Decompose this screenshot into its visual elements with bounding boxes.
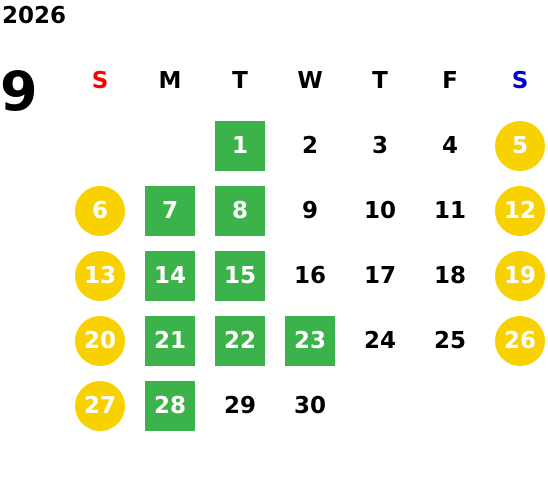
day-cell[interactable]: 30 [275,373,345,438]
day-cell[interactable]: 1 [205,113,275,178]
day-cell[interactable]: 15 [205,243,275,308]
day-number: 24 [363,327,396,354]
day-number: 25 [433,327,466,354]
day-number: 2 [301,132,318,159]
day-number-green-mark: 28 [145,380,195,431]
day-cell[interactable]: 10 [345,178,415,243]
day-cell[interactable]: 17 [345,243,415,308]
day-number-green-mark: 23 [285,315,335,366]
weekday-header: S [91,67,109,94]
day-cell[interactable]: 4 [415,113,485,178]
day-cell[interactable]: 25 [415,308,485,373]
day-number-green-mark: 1 [215,120,265,171]
day-number-yellow-mark: 19 [495,250,545,301]
day-cell[interactable]: 7 [135,178,205,243]
day-cell[interactable]: 22 [205,308,275,373]
day-cell[interactable]: 26 [485,308,548,373]
day-cell[interactable]: 6 [65,178,135,243]
day-cell[interactable]: 13 [65,243,135,308]
day-cell[interactable]: 21 [135,308,205,373]
day-cell[interactable]: 2 [275,113,345,178]
day-number-green-mark: 8 [215,185,265,236]
day-number-green-mark: 15 [215,250,265,301]
day-number: 29 [223,392,256,419]
weekday-header: T [232,67,248,94]
day-cell[interactable]: 18 [415,243,485,308]
day-number-green-mark: 14 [145,250,195,301]
day-cell[interactable]: 24 [345,308,415,373]
day-cell[interactable]: 28 [135,373,205,438]
day-number: 18 [433,262,466,289]
day-number: 16 [293,262,326,289]
day-number: 9 [301,197,318,224]
day-cell[interactable]: 5 [485,113,548,178]
day-number-yellow-mark: 6 [75,185,125,236]
empty-cell [65,113,135,178]
day-number: 17 [363,262,396,289]
day-number-yellow-mark: 13 [75,250,125,301]
day-cell[interactable]: 8 [205,178,275,243]
weekday-header: S [511,67,529,94]
day-number: 3 [371,132,388,159]
day-number-yellow-mark: 12 [495,185,545,236]
day-number-green-mark: 7 [145,185,195,236]
day-number-yellow-mark: 26 [495,315,545,366]
day-cell[interactable]: 29 [205,373,275,438]
day-number: 11 [433,197,466,224]
year-label: 2026 [2,3,67,29]
day-cell[interactable]: 16 [275,243,345,308]
day-number: 4 [441,132,458,159]
day-cell[interactable]: 14 [135,243,205,308]
empty-cell [135,113,205,178]
day-number-yellow-mark: 5 [495,120,545,171]
day-number-yellow-mark: 27 [75,380,125,431]
day-cell[interactable]: 23 [275,308,345,373]
day-number-green-mark: 22 [215,315,265,366]
day-cell[interactable]: 20 [65,308,135,373]
day-cell[interactable]: 3 [345,113,415,178]
day-cell[interactable]: 27 [65,373,135,438]
month-number: 9 [0,60,38,123]
day-number-green-mark: 21 [145,315,195,366]
weekday-header: M [158,67,182,94]
weekday-header: W [297,67,323,94]
day-cell[interactable]: 12 [485,178,548,243]
day-number: 30 [293,392,326,419]
day-cell[interactable]: 19 [485,243,548,308]
day-number: 10 [363,197,396,224]
day-cell[interactable]: 11 [415,178,485,243]
weekday-header: F [442,67,458,94]
day-number-yellow-mark: 20 [75,315,125,366]
weekday-header: T [372,67,388,94]
day-cell[interactable]: 9 [275,178,345,243]
